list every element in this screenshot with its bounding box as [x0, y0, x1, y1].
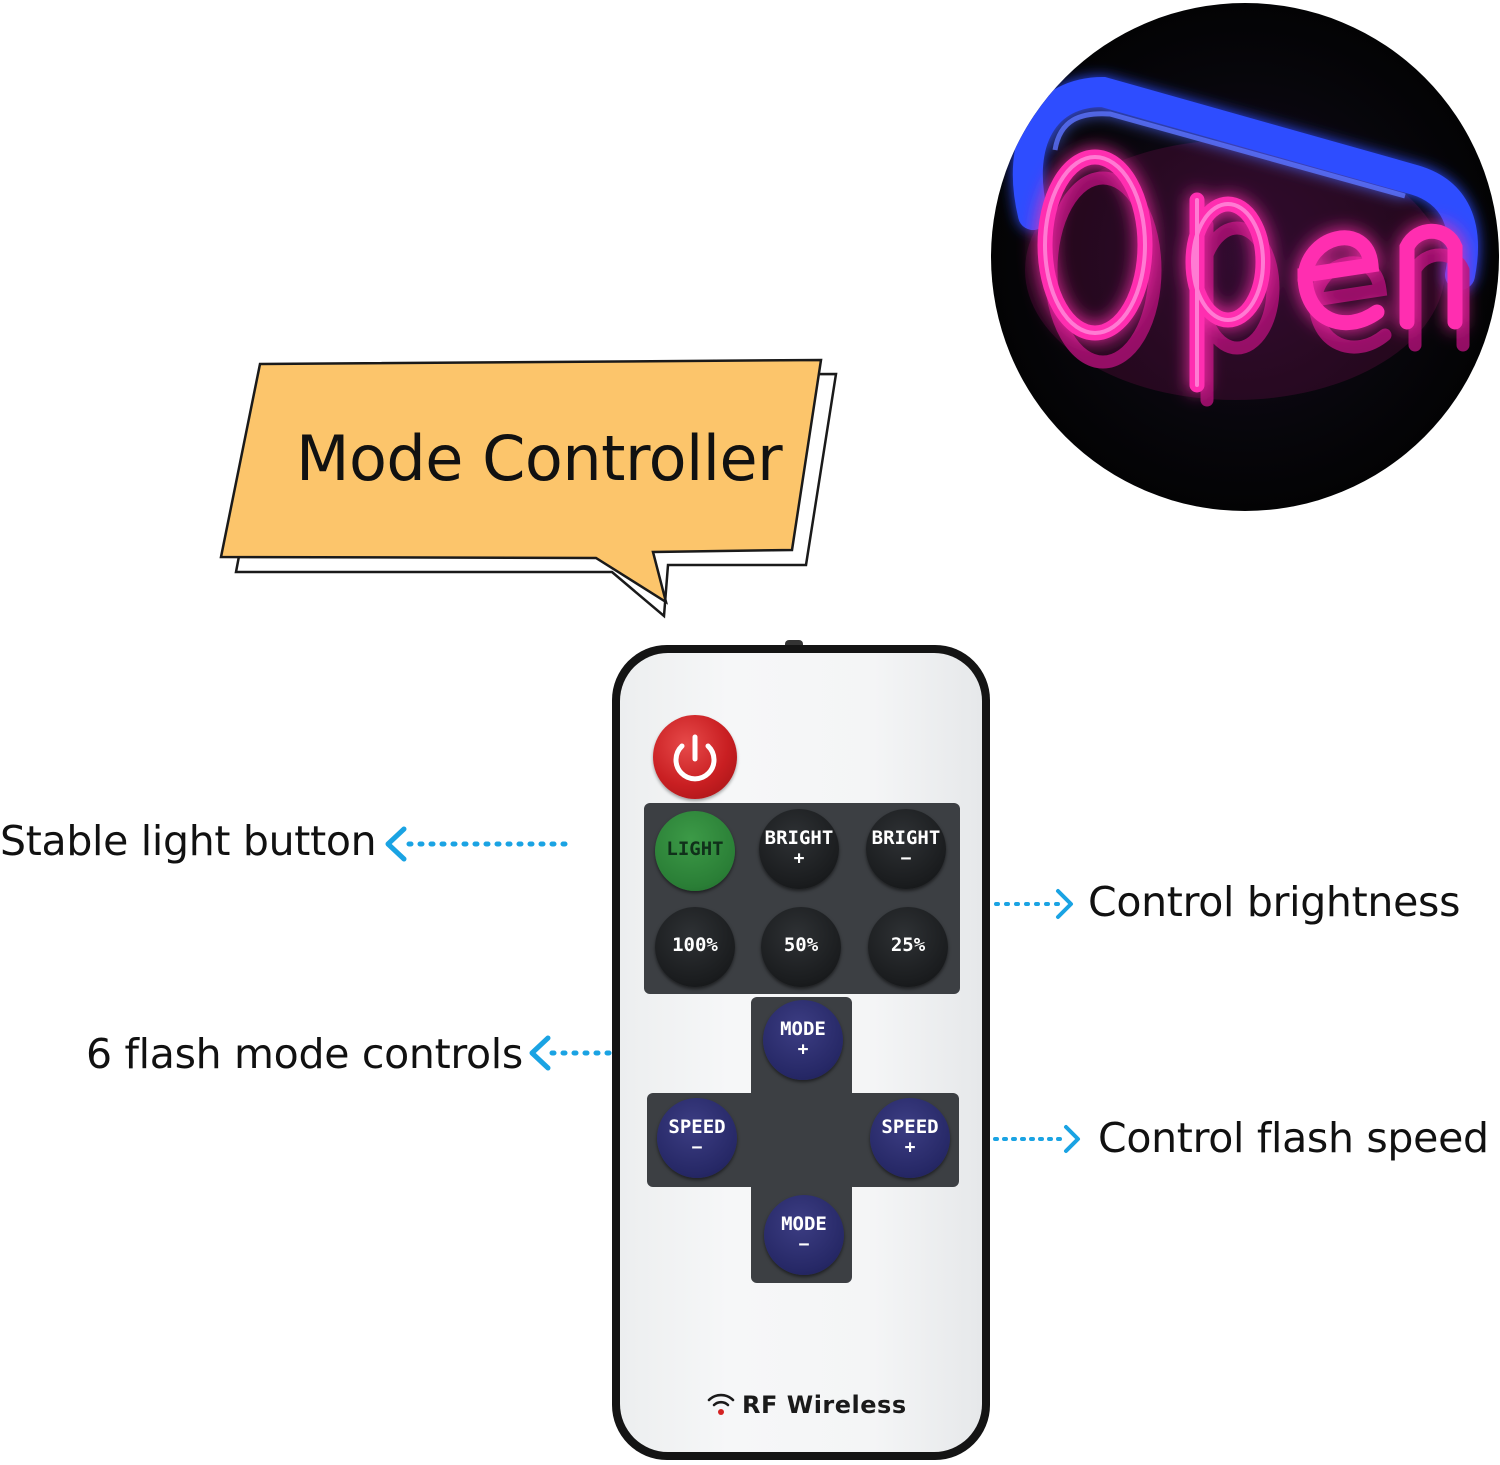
- light-button-label: LIGHT: [666, 838, 724, 860]
- mode-down-button[interactable]: MODE −: [764, 1195, 844, 1275]
- mode-down-sign: −: [798, 1234, 810, 1255]
- power-button[interactable]: [653, 715, 737, 799]
- brightness-callout: Control brightness: [1088, 878, 1461, 926]
- brightness-down-label: BRIGHT: [871, 827, 941, 849]
- mode-up-button[interactable]: MODE +: [763, 1000, 843, 1080]
- brightness-up-label: BRIGHT: [764, 827, 834, 849]
- speed-down-button[interactable]: SPEED −: [657, 1098, 737, 1178]
- mode-up-sign: +: [797, 1039, 809, 1060]
- brightness-down-button[interactable]: BRIGHT −: [866, 809, 946, 889]
- brightness-25-label: 25%: [890, 934, 926, 956]
- wifi-icon: [707, 1393, 735, 1415]
- brightness-down-sign: −: [900, 848, 912, 869]
- speed-up-button[interactable]: SPEED +: [870, 1098, 950, 1178]
- brightness-up-button[interactable]: BRIGHT +: [759, 809, 839, 889]
- speed-down-label: SPEED: [668, 1116, 726, 1138]
- stable-light-callout: Stable light button: [0, 817, 377, 865]
- power-icon: [673, 734, 717, 782]
- flash-mode-callout: 6 flash mode controls: [86, 1030, 523, 1078]
- mode-down-label: MODE: [781, 1213, 827, 1235]
- speech-bubble: [219, 358, 838, 619]
- rf-wireless-text: RF Wireless: [742, 1391, 907, 1419]
- light-button[interactable]: LIGHT: [655, 811, 735, 891]
- mode-controller-title: Mode Controller: [296, 422, 783, 495]
- speed-up-label: SPEED: [881, 1116, 939, 1138]
- neon-open-sign: [991, 3, 1499, 511]
- sign-blue-frame: [1012, 76, 1478, 290]
- brightness-up-sign: +: [793, 848, 805, 869]
- remote-antenna-nub: [785, 640, 803, 648]
- speed-up-sign: +: [904, 1137, 916, 1158]
- mode-up-label: MODE: [780, 1018, 826, 1040]
- sign-background: [991, 3, 1499, 511]
- stable-light-arrow: [385, 826, 568, 862]
- speed-down-sign: −: [691, 1137, 703, 1158]
- rf-wireless-label: RF Wireless: [706, 1390, 907, 1419]
- brightness-100-button[interactable]: 100%: [655, 907, 735, 987]
- brightness-25-button[interactable]: 25%: [868, 907, 948, 987]
- flash-speed-callout: Control flash speed: [1098, 1114, 1489, 1162]
- brightness-100-label: 100%: [672, 934, 718, 956]
- brightness-50-button[interactable]: 50%: [761, 907, 841, 987]
- brightness-50-label: 50%: [783, 934, 819, 956]
